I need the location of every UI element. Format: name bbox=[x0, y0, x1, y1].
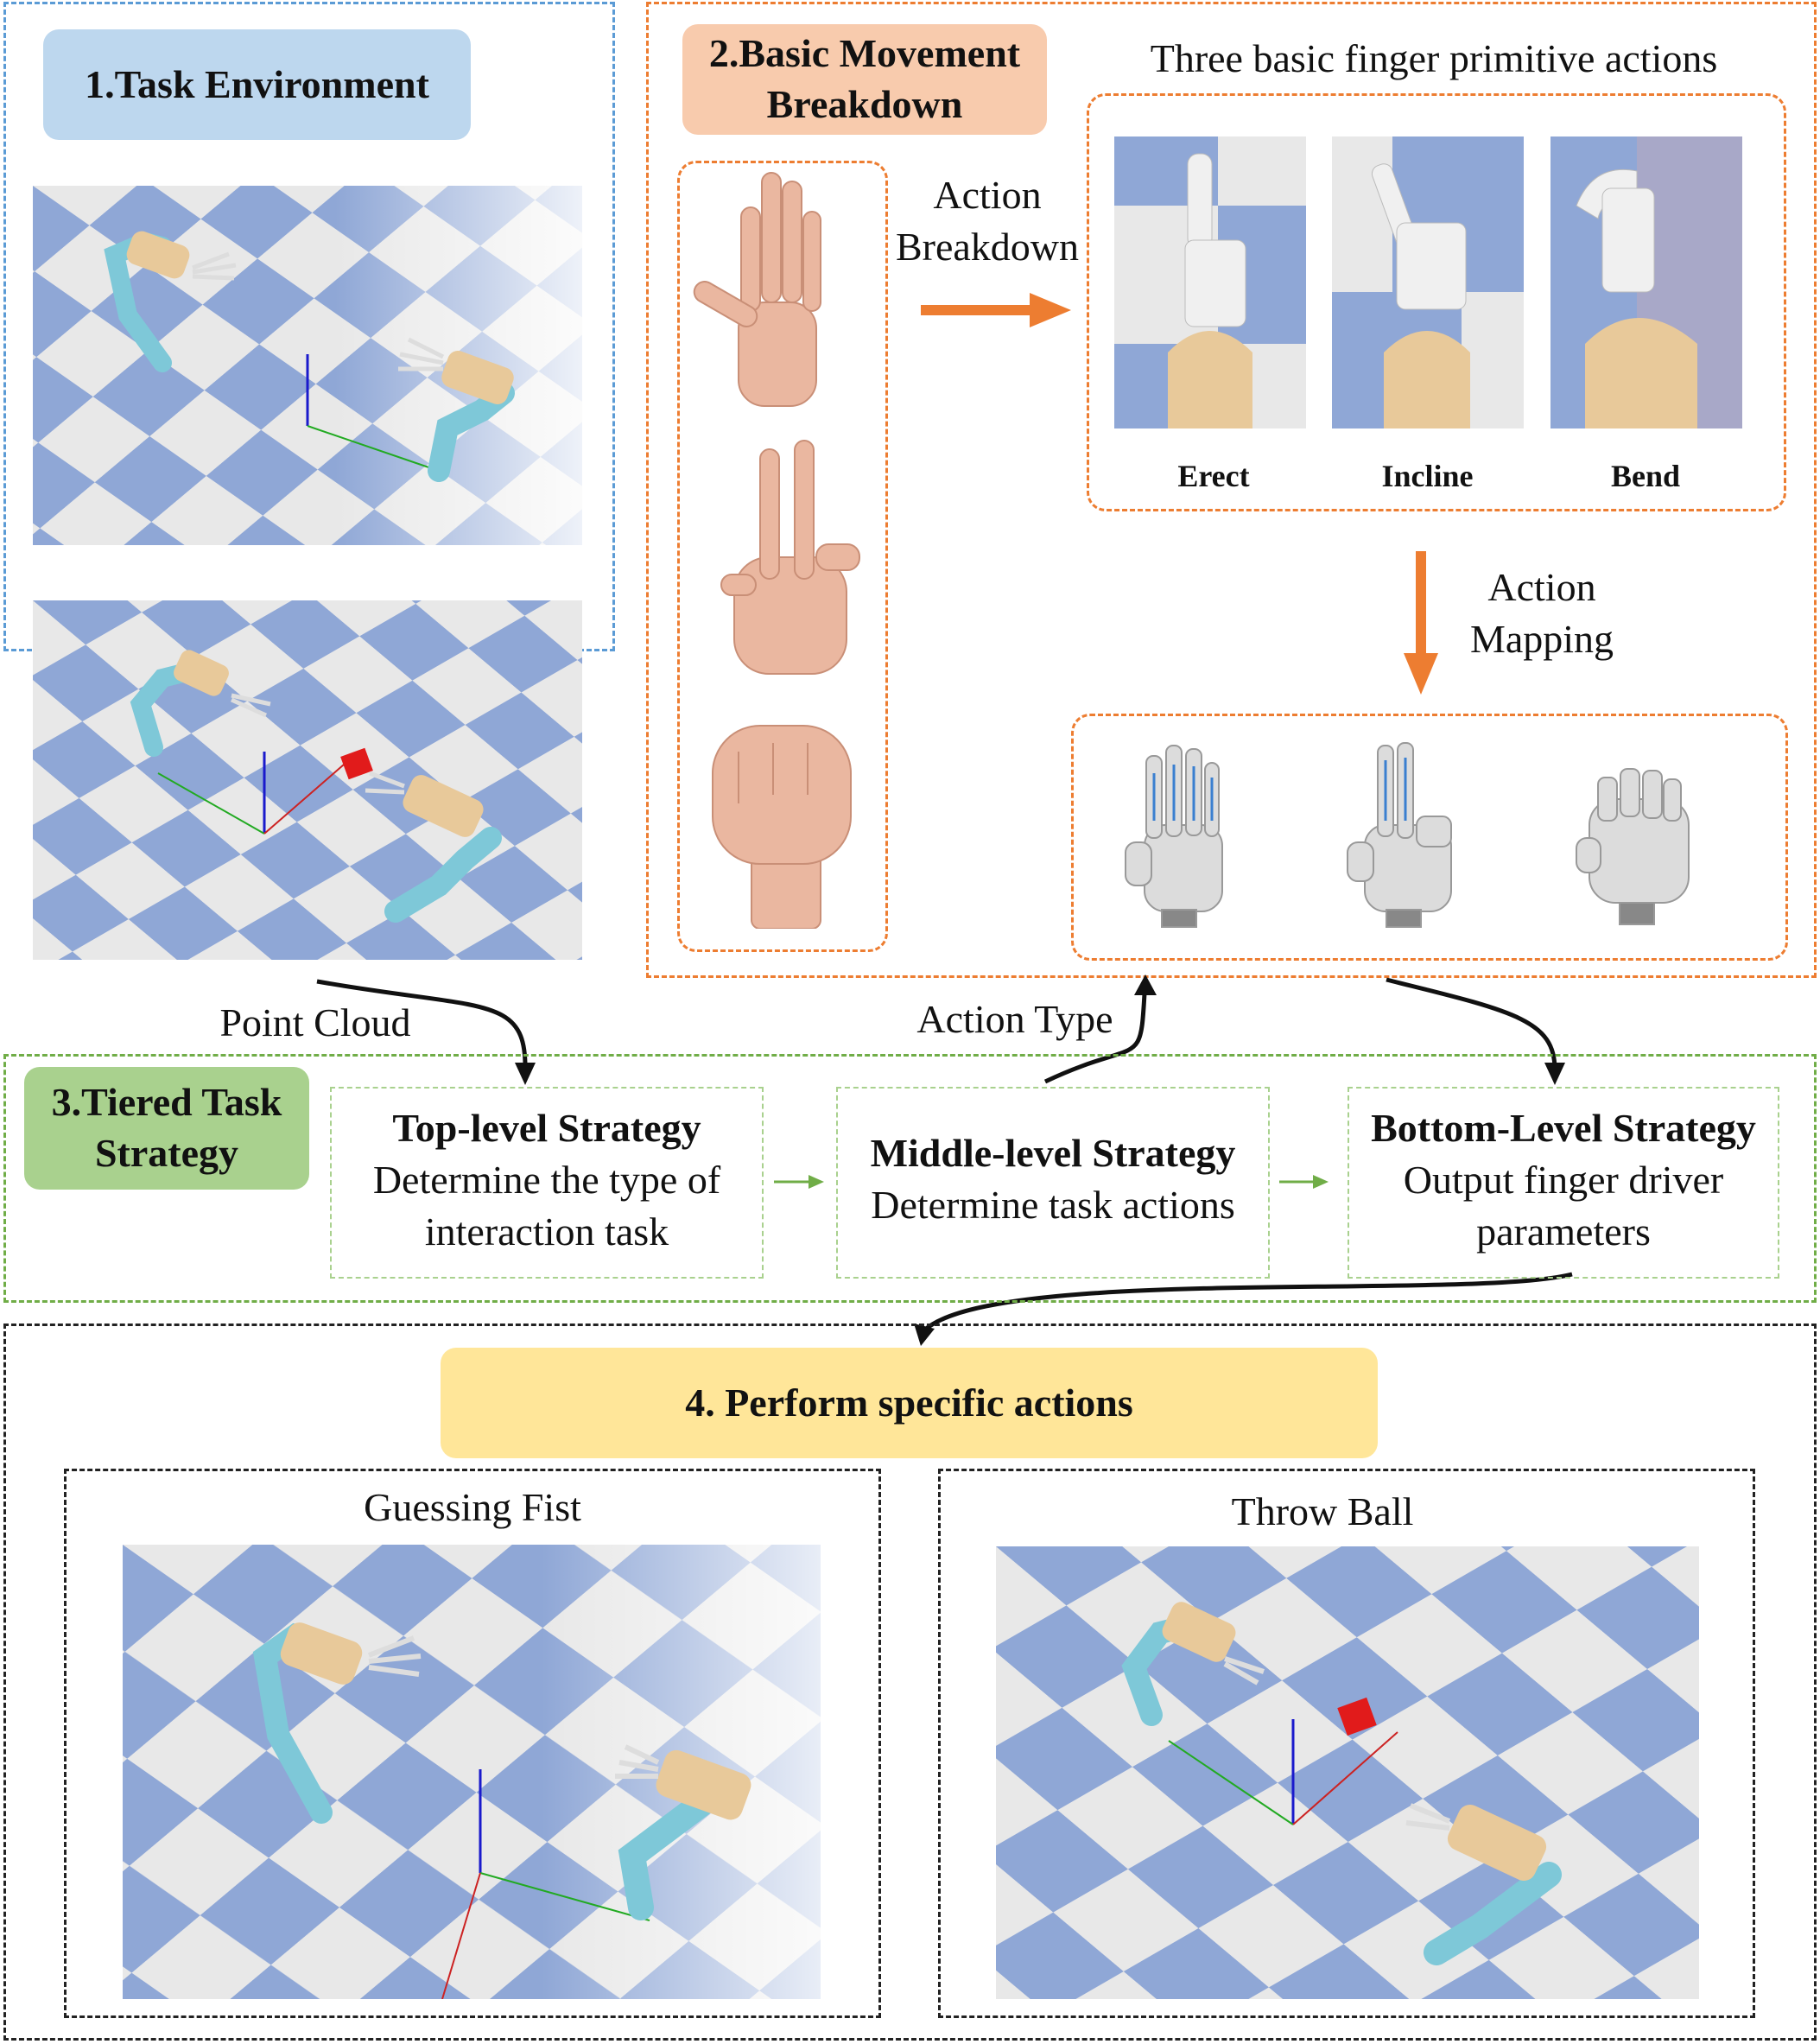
two-finger-hand-image bbox=[717, 436, 872, 682]
movement-breakdown-title: 2.Basic Movement Breakdown bbox=[682, 24, 1047, 135]
guessing-fist-title: Guessing Fist bbox=[364, 1485, 581, 1529]
primitives-title: Three basic finger primitive actions bbox=[1150, 36, 1718, 80]
tiered-strategy-title-line2: Strategy bbox=[94, 1131, 239, 1175]
top-level-strategy-line1: Determine the type of bbox=[372, 1157, 721, 1202]
action-mapping-label: Action Mapping bbox=[1438, 562, 1646, 665]
open-hand-image bbox=[682, 164, 855, 415]
throw-ball-scene bbox=[996, 1546, 1699, 1999]
fist-hand-image bbox=[704, 717, 859, 929]
top-level-strategy-box bbox=[330, 1087, 764, 1279]
movement-breakdown-panel bbox=[646, 2, 1817, 978]
perform-actions-panel bbox=[3, 1324, 1817, 2041]
erect-finger-image bbox=[1114, 136, 1306, 428]
action-mapping-line2: Mapping bbox=[1469, 616, 1614, 661]
perform-actions-title: 4. Perform specific actions bbox=[441, 1348, 1378, 1458]
middle-level-strategy-line1: Determine task actions bbox=[871, 1182, 1235, 1227]
robot-hand-open-image bbox=[1119, 739, 1240, 929]
primitives-panel bbox=[1087, 93, 1786, 511]
guessing-fist-panel bbox=[64, 1469, 881, 2018]
bottom-level-strategy-heading: Bottom-Level Strategy bbox=[1371, 1106, 1756, 1150]
top-level-strategy-heading: Top-level Strategy bbox=[392, 1106, 701, 1150]
bend-finger-image bbox=[1550, 136, 1742, 428]
bottom-level-strategy-line1: Output finger driver bbox=[1403, 1157, 1724, 1202]
bottom-level-strategy-line2: parameters bbox=[1476, 1209, 1651, 1254]
top-level-strategy-line2: interaction task bbox=[424, 1209, 669, 1254]
action-mapping-arrow bbox=[1399, 551, 1443, 696]
action-mapping-line1: Action bbox=[1487, 565, 1596, 609]
robot-hand-two-finger-image bbox=[1343, 739, 1464, 929]
throw-ball-panel bbox=[938, 1469, 1755, 2018]
action-breakdown-arrow bbox=[917, 290, 1073, 330]
guessing-fist-scene bbox=[123, 1545, 821, 1999]
top-level-strategy-text: Top-level Strategy Determine the type of… bbox=[330, 1102, 764, 1257]
primitive-label-incline: Incline bbox=[1381, 459, 1474, 493]
robot-hands-panel bbox=[1071, 714, 1788, 961]
action-breakdown-line1: Action bbox=[933, 173, 1042, 217]
middle-level-strategy-box bbox=[836, 1087, 1270, 1279]
movement-breakdown-title-line1: 2.Basic Movement bbox=[708, 31, 1021, 76]
environment-scene-top bbox=[33, 186, 582, 545]
environment-scene-bottom bbox=[33, 600, 582, 960]
movement-breakdown-title-line2: Breakdown bbox=[766, 82, 963, 126]
bottom-level-strategy-text: Bottom-Level Strategy Output finger driv… bbox=[1337, 1102, 1790, 1257]
throw-ball-title: Throw Ball bbox=[1231, 1489, 1414, 1533]
middle-level-strategy-heading: Middle-level Strategy bbox=[870, 1131, 1236, 1175]
primitive-label-erect: Erect bbox=[1177, 459, 1250, 493]
action-breakdown-label: Action Breakdown bbox=[879, 169, 1095, 273]
tiered-strategy-panel bbox=[3, 1054, 1817, 1303]
action-type-label: Action Type bbox=[916, 997, 1113, 1041]
point-cloud-label: Point Cloud bbox=[219, 1000, 411, 1044]
incline-finger-image bbox=[1332, 136, 1524, 428]
action-breakdown-line2: Breakdown bbox=[895, 224, 1080, 269]
human-hands-panel bbox=[677, 161, 888, 952]
robot-hand-fist-image bbox=[1572, 752, 1702, 929]
bottom-level-strategy-box bbox=[1348, 1087, 1779, 1279]
tiered-strategy-title: 3.Tiered Task Strategy bbox=[24, 1067, 309, 1190]
middle-level-strategy-text: Middle-level Strategy Determine task act… bbox=[836, 1127, 1270, 1231]
task-environment-title: 1.Task Environment bbox=[43, 29, 471, 140]
primitive-label-bend: Bend bbox=[1610, 459, 1681, 493]
tiered-strategy-title-line1: 3.Tiered Task bbox=[51, 1080, 282, 1125]
